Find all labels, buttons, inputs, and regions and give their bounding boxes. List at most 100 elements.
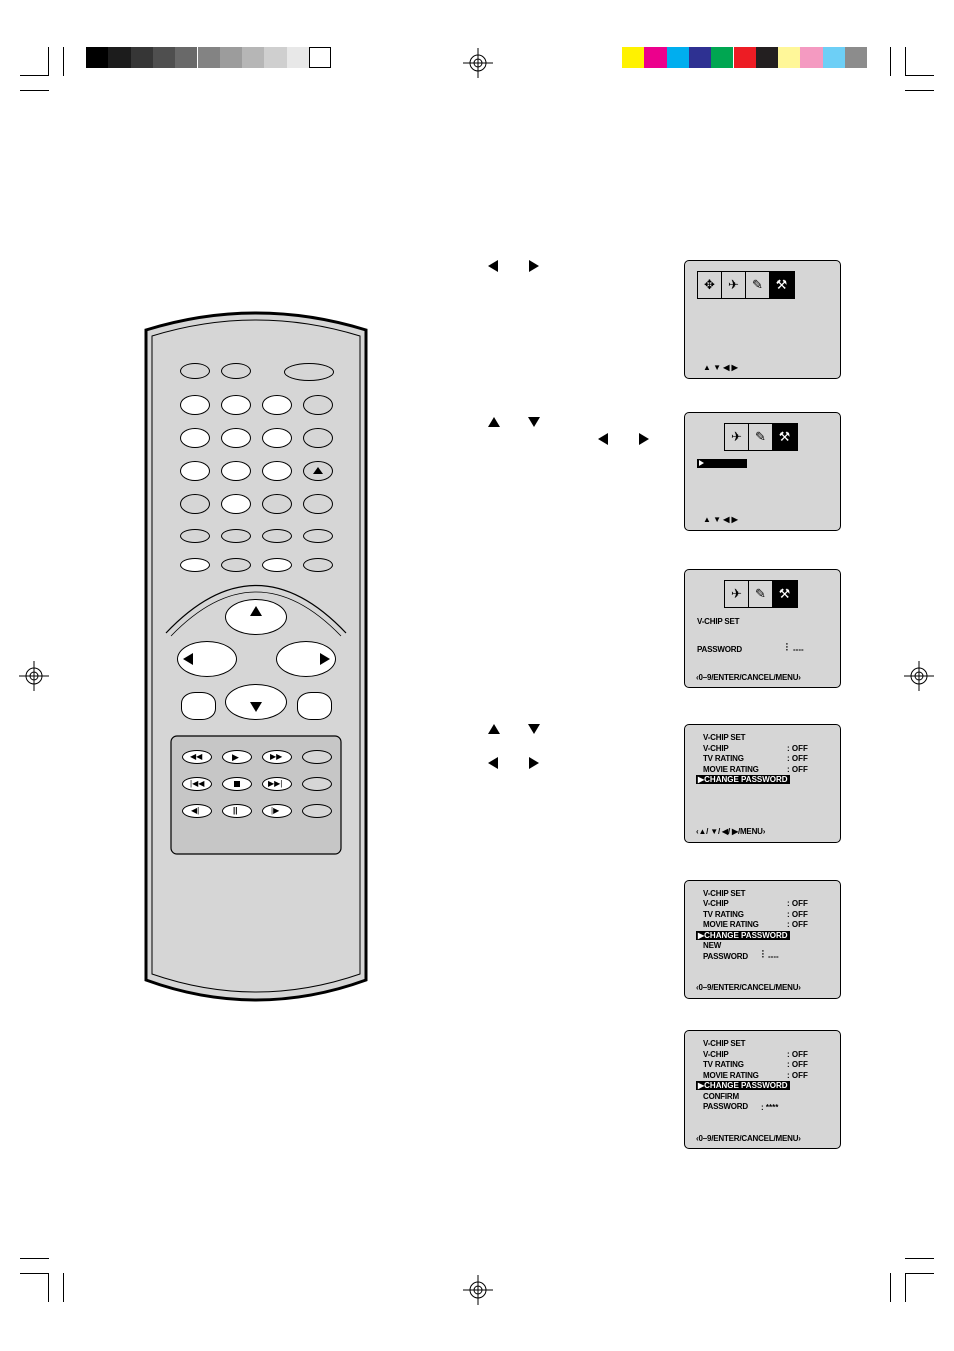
remote-button <box>297 692 332 720</box>
setup-tools-icon: ⚒ <box>773 581 797 607</box>
remote-ff-button <box>262 750 292 764</box>
crop-mark <box>905 1258 934 1259</box>
left-arrow-icon <box>598 433 608 445</box>
remote-button <box>262 529 292 543</box>
confirm-label: CONFIRM <box>703 1092 739 1101</box>
password-label: PASSWORD <box>703 952 748 961</box>
row-label: TV RATING <box>703 1060 744 1069</box>
right-arrow-icon <box>639 433 649 445</box>
remote-button <box>180 395 210 415</box>
password-label: PASSWORD <box>703 1102 748 1111</box>
remote-up-button <box>225 599 287 635</box>
osd-screen-vchip-set: V-CHIP SET V-CHIP : OFF TV RATING : OFF … <box>684 724 841 843</box>
remote-pause-button <box>222 804 252 818</box>
registration-target-icon <box>463 48 493 78</box>
osd-title: V-CHIP SET <box>703 889 746 898</box>
remote-button <box>180 461 210 481</box>
gray-swatch <box>264 47 287 68</box>
remote-button <box>303 558 333 572</box>
remote-button <box>262 494 292 514</box>
crop-mark <box>905 1273 934 1274</box>
row-label: TV RATING <box>703 910 744 919</box>
remote-button <box>262 395 292 415</box>
remote-button <box>262 558 292 572</box>
gray-swatch <box>175 47 198 68</box>
lock-menu-icon: ✈ <box>722 272 746 298</box>
color-swatch <box>778 47 801 68</box>
lock-menu-icon: ✈ <box>725 424 749 450</box>
color-swatch <box>800 47 823 68</box>
right-arrow-icon <box>320 653 330 665</box>
color-swatch <box>688 47 712 68</box>
gray-swatch <box>286 47 309 68</box>
remote-button <box>221 363 251 379</box>
crop-mark <box>63 1273 64 1302</box>
crop-mark <box>20 75 49 76</box>
color-swatch <box>644 47 667 68</box>
stop-icon <box>234 781 240 787</box>
menu-icon-bar: ✥ ✈ ✎ ⚒ <box>697 271 795 299</box>
osd-footer: ‹0–9/ENTER/CANCEL/MENU› <box>696 983 801 992</box>
menu-icon-bar: ✈ ✎ ⚒ <box>724 423 798 451</box>
remote-control-illustration <box>144 311 368 1002</box>
remote-play-button <box>222 750 252 764</box>
remote-skip-back-button <box>182 777 212 791</box>
row-value: : OFF <box>787 1071 808 1080</box>
row-value: : OFF <box>787 754 808 763</box>
lock-menu-icon: ✈ <box>725 581 749 607</box>
row-value: : OFF <box>787 744 808 753</box>
blink-cursor-icon: ⁝ <box>761 947 765 961</box>
menu-icon-bar: ✈ ✎ ⚒ <box>724 580 798 608</box>
row-value: : OFF <box>787 899 808 908</box>
crop-mark <box>890 1273 891 1302</box>
language-icon: ✎ <box>749 581 773 607</box>
row-label: V-CHIP <box>703 1050 729 1059</box>
remote-button <box>302 804 332 818</box>
crop-mark <box>48 1273 49 1302</box>
password-value: ---- <box>768 952 779 961</box>
highlighted-row: ▶CHANGE PASSWORD <box>696 931 790 940</box>
crop-mark <box>905 75 934 76</box>
row-label: V-CHIP <box>703 899 729 908</box>
gray-swatch <box>152 47 176 68</box>
right-arrow-icon <box>529 260 539 272</box>
gray-swatch <box>242 47 265 68</box>
row-value: : OFF <box>787 765 808 774</box>
remote-button <box>221 461 251 481</box>
gray-swatch <box>86 47 109 68</box>
registration-target-icon <box>19 661 49 691</box>
new-label: NEW <box>703 941 722 950</box>
skip-back-icon: |◀◀ <box>190 779 205 788</box>
remote-button <box>302 777 332 791</box>
row-value: : OFF <box>787 910 808 919</box>
row-label: MOVIE RATING <box>703 920 759 929</box>
osd-screen-password: ✈ ✎ ⚒ V-CHIP SET PASSWORD ⁝ ---- ‹0–9/EN… <box>684 569 841 688</box>
left-arrow-icon <box>488 260 498 272</box>
remote-button <box>221 395 251 415</box>
osd-screen-lock-menu: ✈ ✎ ⚒ ▲ ▼ ◀ ▶ <box>684 412 841 531</box>
remote-button <box>302 750 332 764</box>
right-arrow-icon <box>529 757 539 769</box>
remote-button <box>221 529 251 543</box>
row-label: MOVIE RATING <box>703 765 759 774</box>
language-icon: ✎ <box>749 424 773 450</box>
remote-button <box>221 494 251 514</box>
row-label: TV RATING <box>703 754 744 763</box>
row-value: : OFF <box>787 920 808 929</box>
color-swatch <box>711 47 734 68</box>
blink-cursor-icon: ⁝ <box>785 640 789 654</box>
remote-button <box>303 395 333 415</box>
gray-swatch <box>108 47 131 68</box>
crop-mark <box>20 90 49 91</box>
remote-button <box>303 529 333 543</box>
remote-button <box>180 494 210 514</box>
color-swatch <box>733 47 756 68</box>
crop-mark <box>890 47 891 76</box>
gray-swatch <box>309 47 332 68</box>
left-arrow-icon <box>183 653 193 665</box>
skip-forward-icon: ▶▶| <box>268 779 283 788</box>
slow-back-icon: ◀| <box>191 806 200 815</box>
remote-rewind-button <box>182 750 212 764</box>
setup-tools-icon: ⚒ <box>770 272 794 298</box>
left-arrow-icon <box>488 757 498 769</box>
